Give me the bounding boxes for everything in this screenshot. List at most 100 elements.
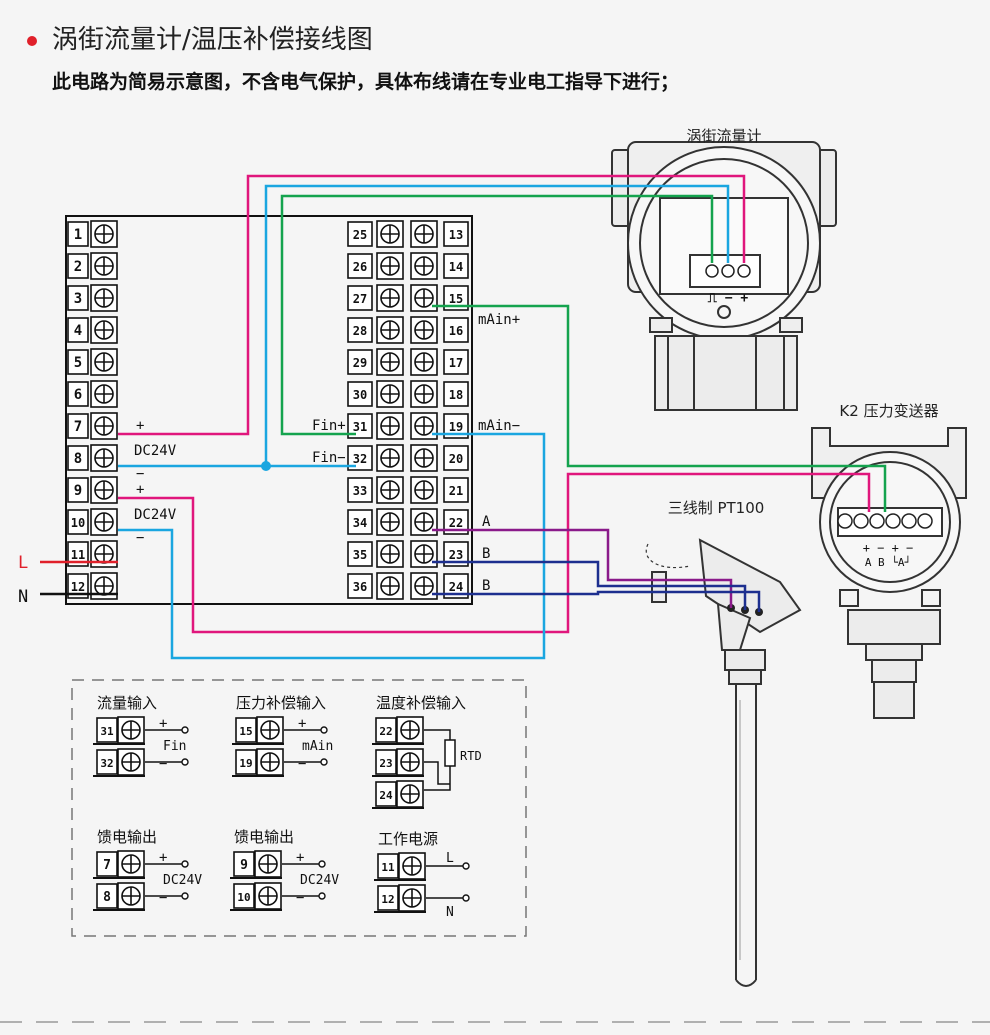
- legend-flow-input-t2-box: [96, 749, 118, 775]
- terminal-10: 10: [71, 516, 85, 530]
- label-b1: B: [482, 546, 490, 562]
- label-main-plus: mAin+: [478, 312, 520, 328]
- legend-temp-input-resistor: [444, 739, 456, 767]
- legend-flow-input-screw-2: [117, 748, 145, 776]
- title-bullet: [27, 36, 37, 46]
- wires: [40, 174, 887, 660]
- terminal-2: 2: [74, 259, 82, 275]
- terminal-4-box: [67, 317, 89, 343]
- legend-feed-2-t2-box: [233, 883, 255, 909]
- vortex-flowmeter: [611, 141, 837, 411]
- terminal-6: 6: [74, 387, 82, 403]
- wire-rtd-a: [432, 528, 733, 608]
- flowmeter-screws: [705, 264, 751, 278]
- page-title: 涡街流量计/温压补偿接线图: [52, 25, 373, 55]
- terminal-20-box: [443, 445, 469, 471]
- terminal-24: 24: [449, 580, 463, 594]
- terminal-screw-10: [90, 508, 118, 536]
- terminal-28: 28: [353, 324, 367, 338]
- legend-feed-2-t1: 9: [240, 858, 248, 873]
- terminal-31-box: [347, 413, 373, 439]
- legend-pressure-input-title: 压力补偿输入: [236, 694, 326, 712]
- legend-power-t2-box: [377, 885, 399, 911]
- terminal-screw-27: [376, 284, 404, 312]
- legend-pressure-input-plus: +: [298, 716, 306, 732]
- label-main-minus: mAin−: [478, 418, 520, 434]
- terminal-34: 34: [353, 516, 367, 530]
- legend-feed-2-title: 馈电输出: [234, 828, 294, 846]
- legend-feed-1-t1: 7: [103, 858, 111, 873]
- legend-temp-input-t1: 22: [379, 725, 392, 738]
- legend-pressure-input-t1: 15: [239, 725, 252, 738]
- legend-flow-input-title: 流量输入: [97, 694, 157, 712]
- terminal-1: 1: [74, 227, 82, 243]
- terminal-36: 36: [353, 580, 367, 594]
- terminal-9: 9: [74, 483, 82, 499]
- wire-dc24v-plus-to-flowmeter: [118, 174, 746, 436]
- legend-feed-2-minus: −: [296, 890, 304, 906]
- terminal-35: 35: [353, 548, 367, 562]
- terminal-9-box: [67, 477, 89, 503]
- terminal-screw-35: [376, 540, 404, 568]
- terminal-23: 23: [449, 548, 463, 562]
- terminal-3: 3: [74, 291, 82, 307]
- pressure-terminal-sublabels: A B └A┘: [865, 555, 911, 569]
- legend-temp-input-t3-box: [375, 781, 397, 807]
- terminal-33-box: [347, 477, 373, 503]
- terminal-31: 31: [353, 420, 367, 434]
- pt100-sensor: [645, 538, 802, 987]
- wire-rtd-b1: [432, 560, 747, 610]
- legend-power-t2: 12: [381, 893, 394, 906]
- terminal-screw-30: [376, 380, 404, 408]
- wire-rtd-b2: [432, 590, 761, 612]
- terminal-screw-5: [90, 348, 118, 376]
- legend-temp-input-label: RTD: [460, 749, 482, 763]
- pressure-transmitter: [811, 427, 967, 719]
- terminal-27: 27: [353, 292, 367, 306]
- terminal-screw-16: [410, 316, 438, 344]
- legend-flow-input-label: Fin: [163, 739, 186, 754]
- terminal-29-box: [347, 349, 373, 375]
- legend-pressure-input-screw-2: [256, 748, 284, 776]
- legend-flow-input-screw-1: [117, 716, 145, 744]
- terminal-screw-36: [376, 572, 404, 600]
- legend: 流量输入3132+−Fin压力补偿输入1519+−mAin馈电输出78+−DC2…: [93, 694, 482, 920]
- terminal-screw-7: [90, 412, 118, 440]
- terminal-screw-20: [410, 444, 438, 472]
- legend-feed-1-screw-1: [117, 850, 145, 878]
- legend-box: [71, 679, 527, 937]
- legend-feed-1-minus: −: [159, 890, 167, 906]
- legend-feed-1-t2-box: [96, 883, 118, 909]
- controller-terminal-block: [65, 215, 473, 605]
- legend-power-screw-2: [398, 884, 426, 912]
- terminal-30-box: [347, 381, 373, 407]
- terminal-screw-26: [376, 252, 404, 280]
- terminal-4: 4: [74, 323, 82, 339]
- pressure-terminal-labels: + − + −: [863, 541, 914, 555]
- label-b2: B: [482, 578, 490, 594]
- terminal-14-box: [443, 253, 469, 279]
- legend-feed-1-t1-box: [96, 851, 118, 877]
- terminal-screw-25: [376, 220, 404, 248]
- junction-dot: [261, 461, 271, 471]
- terminal-20: 20: [449, 452, 463, 466]
- legend-power-l: L: [446, 851, 454, 866]
- legend-flow-input-t1-box: [96, 717, 118, 743]
- terminal-17-box: [443, 349, 469, 375]
- label-plus-7: +: [136, 418, 144, 434]
- terminal-13: 13: [449, 228, 463, 242]
- terminal-28-box: [347, 317, 373, 343]
- terminal-16-box: [443, 317, 469, 343]
- legend-feed-1-plus: +: [159, 850, 167, 866]
- header: 涡街流量计/温压补偿接线图 此电路为简易示意图，不含电气保护，具体布线请在专业电…: [0, 0, 990, 110]
- terminal-screw-17: [410, 348, 438, 376]
- terminal-34-box: [347, 509, 373, 535]
- terminal-3-box: [67, 285, 89, 311]
- terminal-11: 11: [71, 548, 85, 562]
- legend-pressure-input-t2: 19: [239, 757, 252, 770]
- legend-power-t1-box: [377, 853, 399, 879]
- terminal-5: 5: [74, 355, 82, 371]
